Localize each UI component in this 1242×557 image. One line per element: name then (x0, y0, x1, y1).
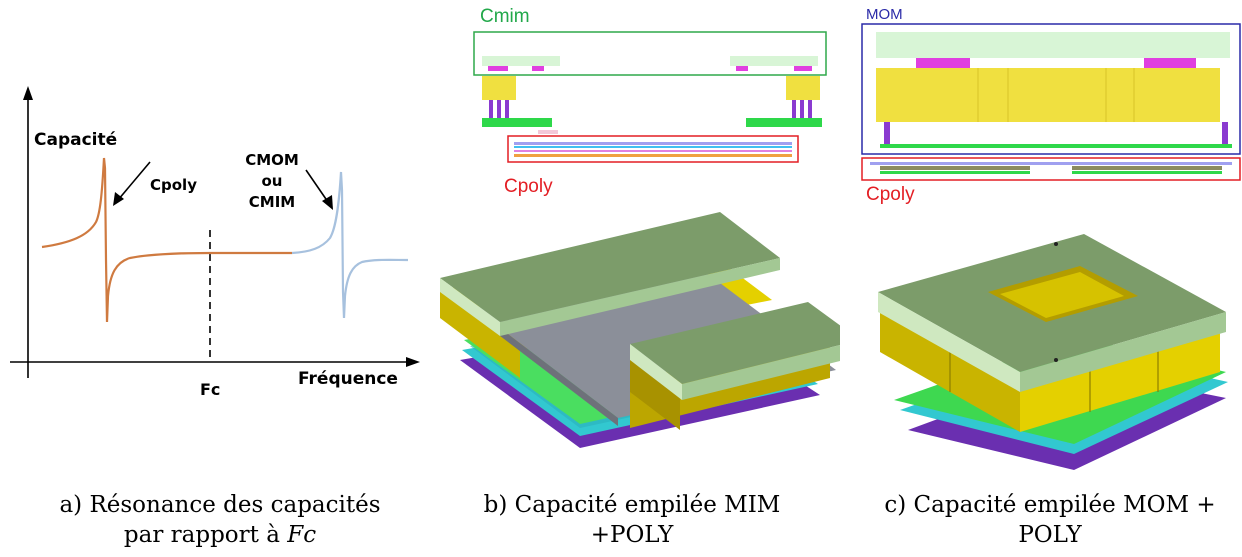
y-axis-arrow (23, 86, 33, 100)
caption-a: a) Résonance des capacités par rapport à… (20, 490, 420, 550)
cmim-label: Cmim (480, 6, 530, 27)
top-plate-left (440, 212, 780, 322)
metal-bar-right (746, 118, 822, 127)
yellow-block-right-side (630, 352, 680, 430)
mom-top-plate (876, 32, 1230, 58)
caption-a-prefix: par rapport à (123, 522, 288, 548)
via-pad (794, 66, 812, 71)
via (884, 122, 890, 144)
top-plate-right-edge (630, 344, 682, 400)
cmom-label-line1: CMOM (245, 151, 299, 169)
caption-c-line1: c) Capacité empilée MOM + (884, 492, 1216, 518)
via-hole (1054, 242, 1058, 246)
y-axis-label: Capacité (34, 130, 118, 150)
via-pad (532, 66, 544, 71)
metal-bar (880, 144, 1232, 148)
via-pad (488, 66, 508, 71)
cpoly-pointer-line (117, 161, 151, 201)
via-hole (1054, 358, 1058, 362)
poly-layer (880, 166, 1030, 170)
caption-b: b) Capacité empilée MIM +POLY (442, 490, 822, 550)
cpoly-label: Cpoly (150, 176, 197, 194)
mim-cross-section-and-3d-view (440, 31, 840, 448)
mom-outline (861, 23, 1241, 155)
caption-a-fc: Fc (287, 522, 317, 548)
mom-label: MOM (866, 6, 903, 23)
via-pad (1144, 58, 1196, 68)
caption-b-line2: +POLY (590, 522, 674, 548)
top-plate-right-front (682, 344, 840, 400)
caption-a-line2: par rapport à Fc (20, 520, 420, 550)
caption-c: c) Capacité empilée MOM + POLY (858, 490, 1242, 550)
cpoly-resonance-curve (41, 157, 292, 323)
via (505, 100, 509, 118)
poly-layer (1072, 166, 1222, 170)
mom-cross-section-and-3d-view (861, 23, 1241, 470)
via (489, 100, 493, 118)
cpoly-pointer-arrowhead (113, 192, 124, 206)
top-plate-left-edge (440, 278, 500, 336)
metal-block-right (786, 76, 820, 100)
poly-layer (514, 146, 792, 148)
poly-layer (1072, 171, 1222, 174)
yellow-block-left-side (440, 290, 520, 378)
cmim-top-plate-right (730, 56, 818, 66)
via (497, 100, 501, 118)
cmom-cmim-label: CMOM ou CMIM (242, 150, 302, 213)
mim-dielectric-edge (474, 308, 618, 426)
mom-top-plate-edge-front (1020, 312, 1226, 392)
cpoly-outline (507, 135, 799, 163)
via-pad (736, 66, 748, 71)
cpoly-outline-c (861, 157, 1241, 181)
mom-window-fingers (1000, 272, 1124, 318)
top-plate-left-front (500, 258, 780, 336)
cpoly-label-b: Cpoly (504, 176, 553, 197)
poly-layer (880, 171, 1030, 174)
cpoly-label-c: Cpoly (866, 184, 915, 205)
mom-finger-block (876, 68, 1220, 122)
cmim-outline (473, 31, 827, 76)
caption-c-line2: POLY (1018, 522, 1082, 548)
poly-layer (514, 154, 792, 157)
cmom-resonance-curve (291, 171, 409, 319)
yellow-block-front (1020, 330, 1220, 432)
via (808, 100, 812, 118)
cmom-pointer-line (305, 169, 329, 203)
via (792, 100, 796, 118)
x-axis-label: Fréquence (298, 369, 398, 389)
mom-top-plate-edge-left (878, 292, 1020, 392)
via (1222, 122, 1228, 144)
via-pad (916, 58, 970, 68)
cmom-label-line3: CMIM (248, 193, 296, 211)
poly-layer (514, 150, 792, 152)
caption-a-line1: a) Résonance des capacités (59, 492, 381, 518)
metal-block-left (482, 76, 516, 100)
pad-small (538, 130, 558, 134)
fc-label: Fc (200, 380, 221, 399)
x-axis-arrow (406, 357, 420, 367)
poly-layer (514, 142, 792, 145)
metal-bar-left (482, 118, 552, 127)
top-plate-right (630, 302, 840, 384)
cmom-label-line2: ou (261, 172, 283, 190)
cmim-top-plate-left (482, 56, 560, 66)
caption-b-line1: b) Capacité empilée MIM (483, 492, 781, 518)
via (800, 100, 804, 118)
poly-layer (870, 162, 1232, 165)
resonance-graph (10, 86, 420, 378)
cmom-pointer-arrowhead (322, 195, 333, 210)
